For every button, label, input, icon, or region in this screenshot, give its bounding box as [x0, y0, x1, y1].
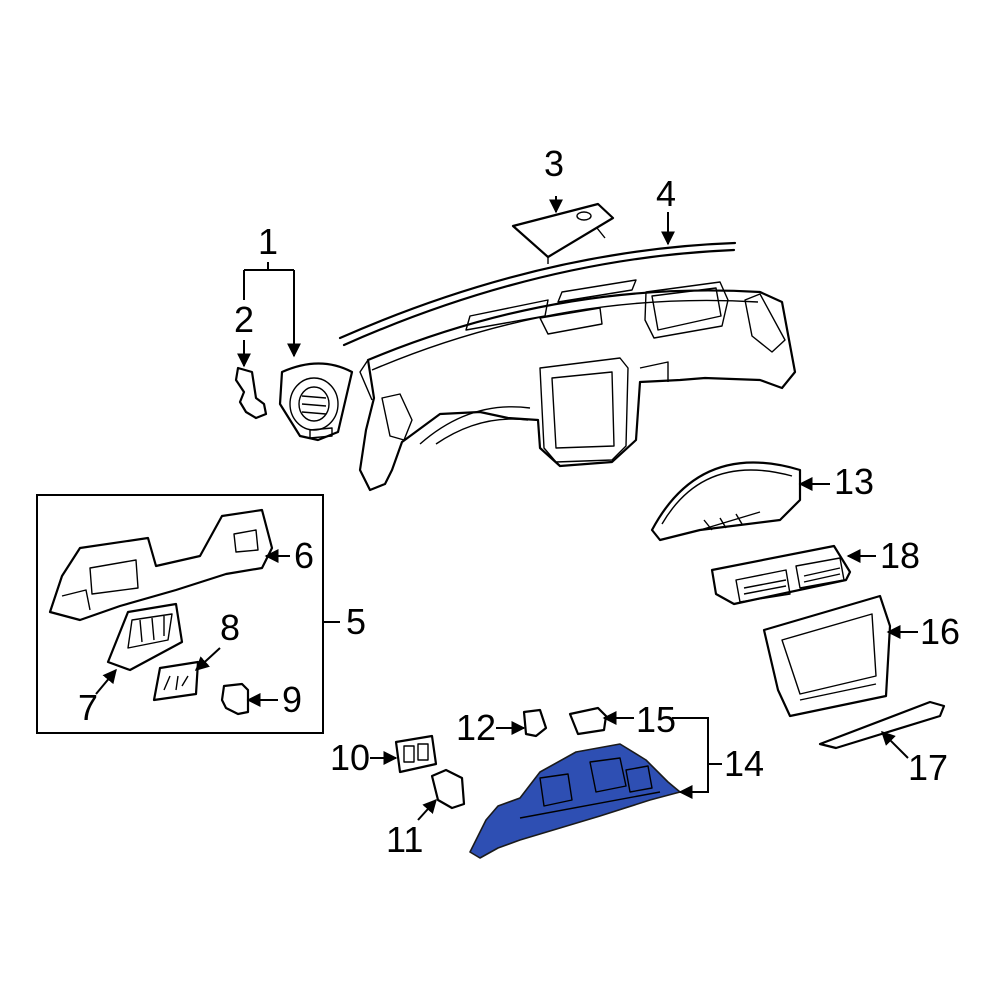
part-8-switch-panel[interactable] — [152, 660, 200, 702]
callout-17: 17 — [908, 747, 948, 788]
leader-lines — [95, 196, 918, 821]
callouts: 1 2 3 4 5 6 7 8 9 10 11 12 13 14 15 16 1… — [78, 143, 960, 860]
part-4-molding[interactable] — [338, 241, 737, 347]
part-1-side-vent[interactable] — [278, 362, 354, 442]
part-14-fill — [469, 743, 681, 859]
part-7-console-bezel[interactable] — [106, 602, 184, 672]
callout-2: 2 — [234, 299, 254, 340]
part-12-bracket[interactable] — [522, 708, 548, 738]
part-18-center-vents[interactable] — [710, 544, 852, 606]
part-10-switch-pair[interactable] — [394, 734, 438, 774]
callout-7: 7 — [78, 687, 98, 728]
callout-8: 8 — [220, 607, 240, 648]
callout-18: 18 — [880, 535, 920, 576]
callout-9: 9 — [282, 679, 302, 720]
part-17-trim-strip[interactable] — [818, 700, 946, 750]
callout-14: 14 — [724, 743, 764, 784]
part-14-console-panel[interactable] — [469, 743, 681, 859]
callout-13: 13 — [834, 461, 874, 502]
part-15-insert[interactable] — [568, 706, 608, 736]
part-6-lower-panel[interactable] — [48, 508, 274, 622]
callout-5: 5 — [346, 601, 366, 642]
part-9-switch[interactable] — [220, 682, 250, 716]
instrument-panel[interactable] — [358, 279, 797, 492]
callout-16: 16 — [920, 611, 960, 652]
inset-box-part-5 — [36, 494, 324, 734]
part-13-cluster[interactable] — [650, 461, 802, 542]
part-2-vent-seal[interactable] — [234, 366, 268, 420]
callout-4: 4 — [656, 173, 676, 214]
callout-11: 11 — [386, 819, 423, 860]
callout-15: 15 — [636, 699, 676, 740]
part-16-center-bezel[interactable] — [762, 594, 892, 718]
callout-6: 6 — [294, 535, 314, 576]
part-3-cover[interactable] — [511, 202, 615, 264]
callout-12: 12 — [456, 707, 496, 748]
callout-1: 1 — [258, 221, 278, 262]
part-11-switch[interactable] — [430, 768, 466, 810]
callout-3: 3 — [544, 143, 564, 184]
callout-10: 10 — [330, 737, 370, 778]
